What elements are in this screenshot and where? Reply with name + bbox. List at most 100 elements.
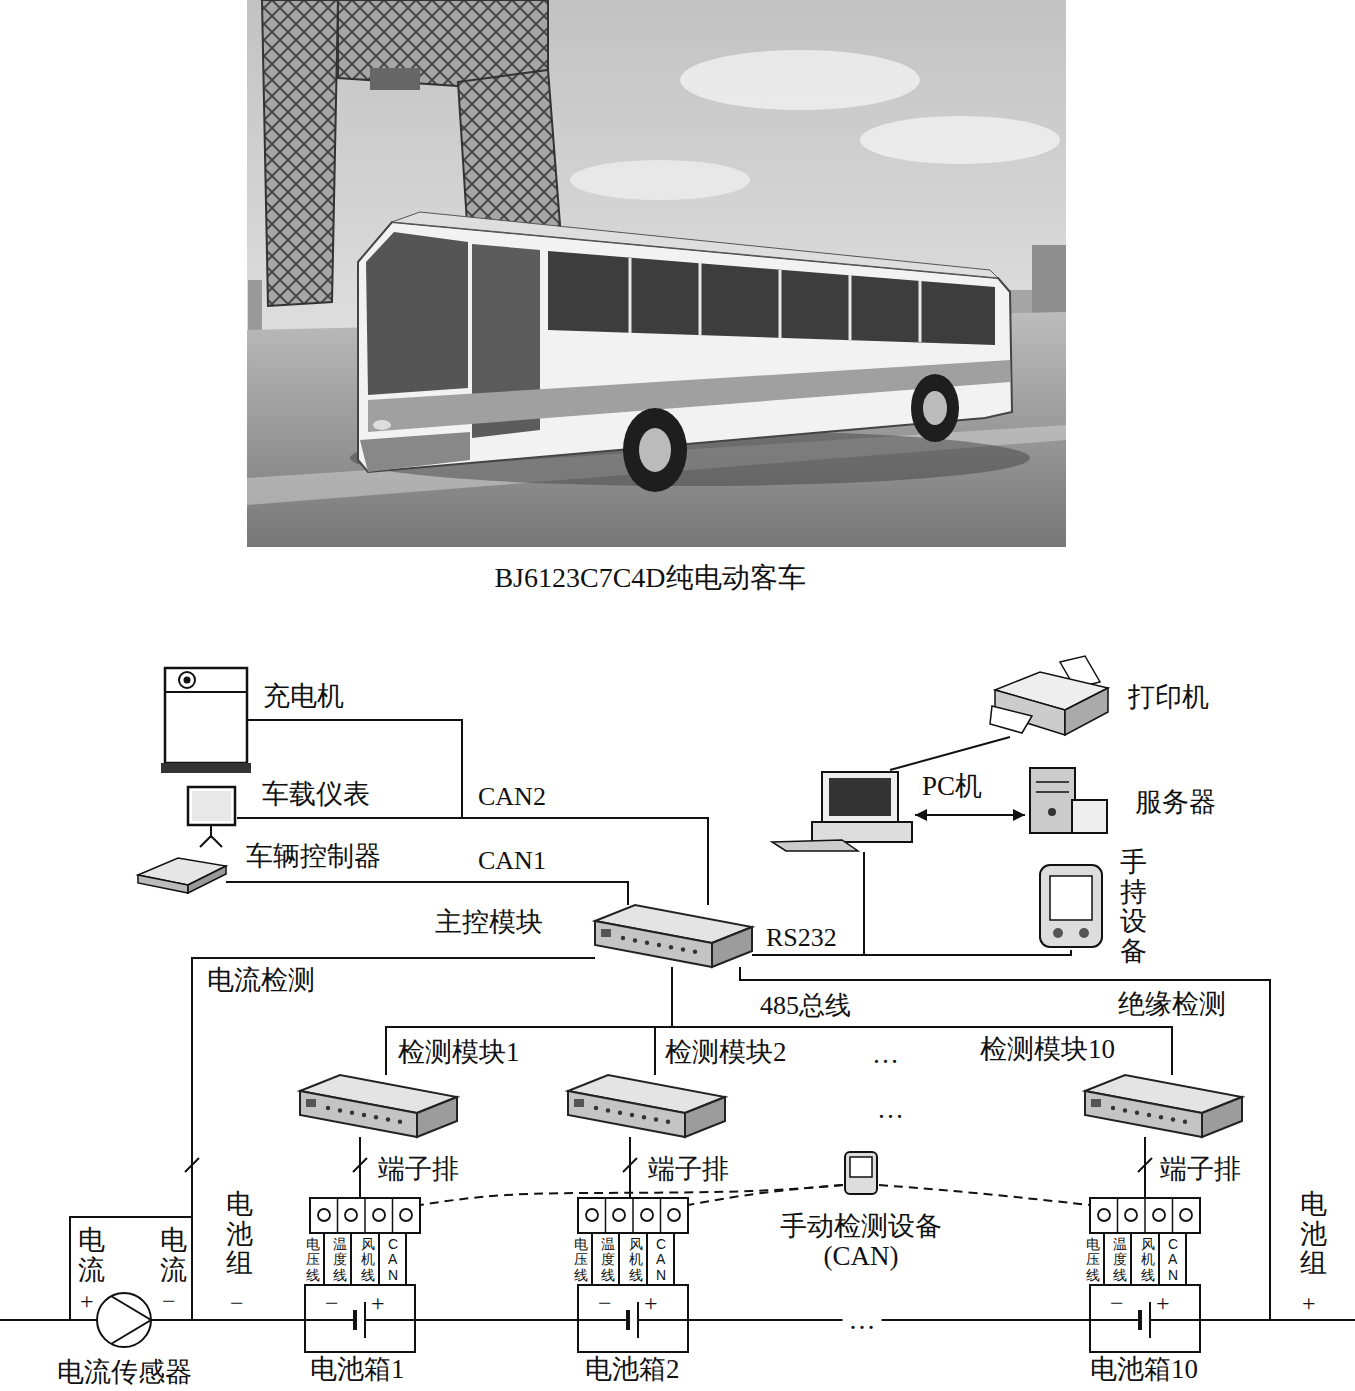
edge-label-anchor: 绝缘检测 xyxy=(1118,990,1226,1020)
annotation: − xyxy=(162,1288,176,1314)
tester-icon xyxy=(845,1152,877,1194)
label-anchor: 电池组 xyxy=(226,1190,253,1279)
dashboard-icon xyxy=(192,791,231,821)
connector xyxy=(629,1137,631,1198)
connector xyxy=(247,720,708,905)
label-anchor: 风机线 xyxy=(361,1237,375,1283)
device-node: 端子排 xyxy=(310,1198,420,1233)
handheld-icon xyxy=(1053,928,1063,938)
label-anchor: − xyxy=(325,1290,339,1316)
current-sensor-symbol xyxy=(97,1293,151,1347)
device-node: 电池箱2 xyxy=(578,1285,688,1352)
handheld-icon xyxy=(1079,928,1089,938)
charger-icon xyxy=(165,668,247,763)
device-node: 检测模块1 xyxy=(300,1075,457,1137)
node-label: 打印机 xyxy=(1128,683,1209,713)
label-anchor: 温度线 xyxy=(601,1237,615,1283)
bus-photo xyxy=(262,0,338,306)
printer-icon xyxy=(1065,688,1108,735)
bus-photo xyxy=(360,432,470,472)
edge-label-anchor: 485总线 xyxy=(760,992,851,1021)
device-node: 充电机 xyxy=(165,668,247,773)
device-node: 主控模块 xyxy=(595,905,752,967)
annotation: … xyxy=(872,1040,899,1070)
bus-photo xyxy=(570,160,750,200)
bus-photo xyxy=(911,374,959,442)
label-anchor: + xyxy=(371,1290,385,1316)
device-node: 端子排 xyxy=(1090,1198,1200,1233)
current-sensor-symbol xyxy=(111,1296,151,1344)
device-node: 检测模块10 xyxy=(1085,1075,1242,1137)
label-anchor: 电流 xyxy=(160,1226,187,1285)
device-node: PC机 xyxy=(770,770,915,852)
illustration xyxy=(300,1075,457,1137)
label-anchor: 电流 xyxy=(78,1226,105,1285)
dashboard-icon xyxy=(200,836,222,847)
bus-photo xyxy=(919,281,922,342)
pc-icon xyxy=(822,772,898,822)
edge-label-anchor: RS232 xyxy=(766,924,837,953)
connector xyxy=(879,1185,1090,1205)
label-anchor: + xyxy=(1302,1290,1316,1316)
node-label: 检测模块2 xyxy=(665,1038,787,1068)
tester-icon xyxy=(845,1152,877,1194)
label-anchor: 风机线 xyxy=(1141,1237,1155,1283)
label-anchor: 风机线 xyxy=(629,1237,643,1283)
annotation: 电压线 xyxy=(306,1237,320,1283)
device-node: 手持设备 xyxy=(1035,862,1107,950)
charger-icon xyxy=(161,668,251,773)
illustration xyxy=(1090,1285,1200,1352)
label-anchor: 电压线 xyxy=(574,1237,588,1283)
label-anchor: CAN xyxy=(388,1237,402,1283)
annotation: − xyxy=(598,1290,612,1316)
server-icon xyxy=(1072,800,1107,833)
illustration xyxy=(305,1285,415,1352)
current-sensor-symbol xyxy=(97,1293,151,1347)
device-node: 电流传感器 xyxy=(96,1292,152,1348)
bus-photo xyxy=(366,232,468,395)
illustration xyxy=(1085,1075,1242,1137)
pc-icon xyxy=(772,840,858,851)
illustration xyxy=(578,1285,688,1352)
wire xyxy=(1270,1319,1355,1321)
node-label: 电池箱10 xyxy=(1090,1355,1198,1385)
device-node: 服务器 xyxy=(1025,765,1110,835)
node-label: 检测模块1 xyxy=(398,1038,520,1068)
connector xyxy=(591,1233,593,1285)
printer-icon xyxy=(990,706,1032,733)
bus-photo xyxy=(860,116,1060,164)
bus-photo xyxy=(849,275,852,340)
label-anchor: CAN xyxy=(1168,1237,1182,1283)
node-label: 端子排 xyxy=(378,1155,459,1185)
annotation: 电池组 xyxy=(1300,1190,1327,1279)
annotation: − xyxy=(1110,1290,1124,1316)
node-label: 车辆控制器 xyxy=(246,842,381,872)
connector xyxy=(386,967,672,1075)
edge-label: CAN1 xyxy=(478,847,546,876)
bus-photo xyxy=(699,263,702,335)
server-icon xyxy=(1048,808,1056,816)
label-anchor: + xyxy=(1156,1290,1170,1316)
annotation: 电压线 xyxy=(574,1237,588,1283)
bus-photo xyxy=(370,68,420,90)
bus-photo xyxy=(548,251,995,345)
pc-icon xyxy=(829,778,891,816)
annotation: CAN xyxy=(656,1237,670,1283)
label-anchor: 电压线 xyxy=(306,1237,320,1283)
pc-icon xyxy=(772,772,912,851)
bus-photo xyxy=(248,280,262,330)
node-label: 端子排 xyxy=(648,1155,729,1185)
edge-label-anchor: 电流检测 xyxy=(207,966,315,996)
charger-icon xyxy=(161,763,251,773)
illustration xyxy=(595,905,752,967)
device-node: 车载仪表 xyxy=(185,785,237,847)
dashboard-icon xyxy=(188,787,235,825)
printer-icon xyxy=(990,656,1108,735)
annotation: 电池组 xyxy=(226,1190,253,1279)
edge-label: CAN2 xyxy=(478,783,546,812)
server-icon xyxy=(1030,768,1107,833)
label-anchor: − xyxy=(162,1288,176,1314)
server-icon xyxy=(1030,768,1075,833)
illustration xyxy=(310,1198,420,1285)
